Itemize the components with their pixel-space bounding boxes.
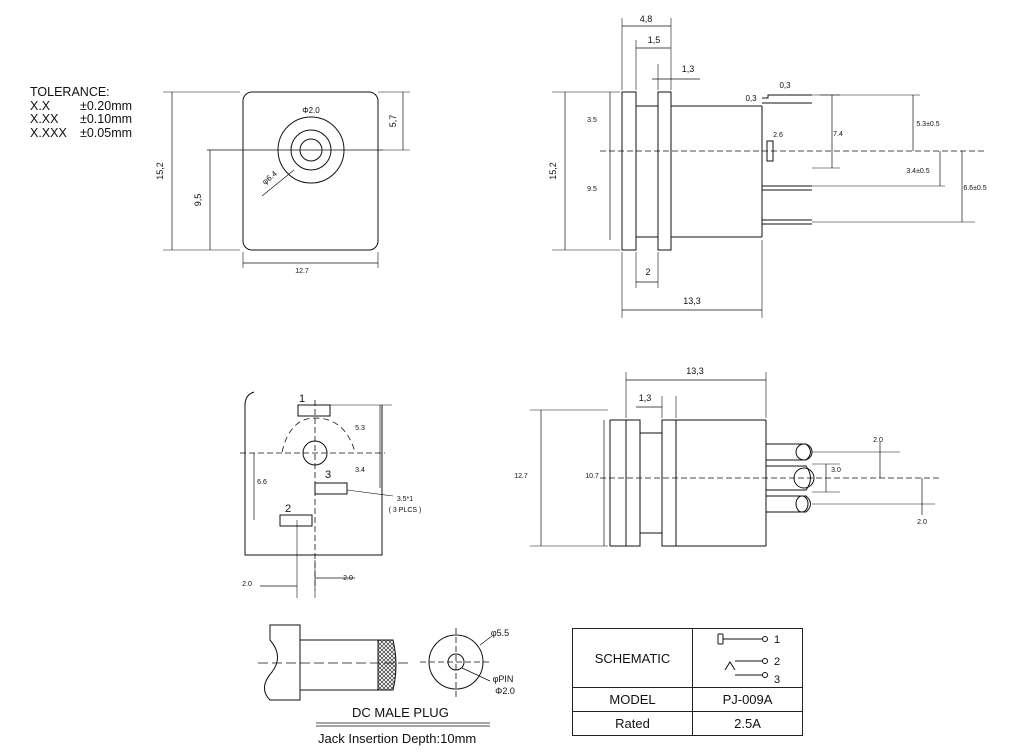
- dim-pcb-top: 5.3: [355, 425, 365, 432]
- dim-side-height: 15,2: [548, 162, 558, 180]
- side-flange-back: [657, 91, 672, 251]
- dim-pcb-left: 6.6: [257, 479, 267, 486]
- dim-pin-gap: 2.6: [773, 132, 783, 139]
- schematic-label: SCHEMATIC: [572, 628, 693, 688]
- front-view: 15,2 9,5 5,7 12.7 Φ2.0 φ6.4: [155, 91, 410, 275]
- tolerance-value: ±0.20mm: [80, 98, 133, 113]
- dim-mid-pin: 3.4±0.5: [906, 168, 929, 175]
- dim-bore: Φ2.0: [302, 106, 320, 115]
- dim-flange-gap: 1,5: [648, 35, 661, 45]
- dim-pin-c: 2.0: [917, 519, 927, 526]
- plug-sleeve: [299, 639, 379, 691]
- model-value: PJ-009A: [692, 687, 803, 712]
- table-row: SCHEMATIC: [572, 628, 803, 688]
- dim-bottom-height: 12.7: [514, 473, 528, 480]
- dim-bottom-pin: 6.6±0.5: [963, 185, 986, 192]
- dim-pin-a: 2.0: [873, 437, 883, 444]
- bottom-pin-1: [795, 443, 813, 461]
- plug-pin-dia: Φ2.0: [495, 686, 515, 696]
- dim-bottom-length: 13,3: [686, 366, 704, 376]
- dim-overall-width: 4,8: [640, 14, 653, 24]
- dim-height: 15,2: [155, 162, 165, 180]
- pad-2: [279, 514, 313, 527]
- tolerance-spec: X.X: [30, 98, 51, 113]
- bottom-pin-2: [793, 467, 815, 489]
- dim-width: 12.7: [295, 268, 309, 275]
- dim-top-offset: 5,7: [388, 115, 398, 128]
- pin-3-label: 3: [325, 469, 331, 481]
- bottom-view: 13,3 1,3 12.7 10.7 2.0 3.0 2.0: [514, 366, 940, 547]
- table-row: Rated 2.5A: [572, 711, 803, 736]
- insertion-depth-note: Jack Insertion Depth:10mm: [318, 731, 477, 746]
- plug-caption: DC MALE PLUG: [352, 705, 449, 720]
- dim-pitch-a: 2.0: [242, 581, 252, 588]
- dim-bottom-flange: 1,3: [639, 393, 652, 403]
- rated-value: 2.5A: [692, 711, 803, 736]
- tolerance-row: X.X ±0.20mm: [30, 98, 133, 114]
- dim-pitch-b: 2.0: [343, 575, 353, 582]
- plug-tip: [377, 639, 397, 691]
- dim-inner-height: 10.7: [585, 473, 599, 480]
- dim-hole-qty: ( 3 PLCS ): [389, 507, 422, 514]
- tolerance-spec: X.XXX: [30, 125, 67, 140]
- table-row: MODEL PJ-009A: [572, 687, 803, 712]
- model-label: MODEL: [572, 687, 693, 712]
- bottom-flange-back: [661, 419, 677, 547]
- pin-1-label: 1: [299, 393, 305, 405]
- dim-flange-base: 2: [645, 267, 650, 277]
- spec-table: SCHEMATIC MODEL PJ-009A Rated 2.5A: [572, 628, 803, 736]
- dim-pin-offset: 0,3: [745, 94, 757, 103]
- bottom-flange-front: [625, 419, 641, 547]
- plug-view: φ5.5 φPIN Φ2.0: [258, 624, 515, 727]
- tolerance-value: ±0.05mm: [80, 125, 133, 140]
- dim-hole: 3.5*1: [397, 496, 413, 503]
- dim-pin-offset-2: 0,3: [779, 81, 791, 90]
- schematic-cell: [692, 628, 803, 688]
- rated-label: Rated: [572, 711, 693, 736]
- side-flange-front: [621, 91, 637, 251]
- plug-pin-label: φPIN: [493, 674, 514, 684]
- dim-pin-span: 7.4: [833, 131, 843, 138]
- tolerance-value: ±0.10mm: [80, 112, 133, 126]
- tolerance-title: TOLERANCE:: [30, 85, 110, 99]
- pin-2-label: 2: [285, 503, 291, 515]
- pcb-outline: [244, 391, 383, 556]
- tolerance-row: X.XX ±0.10mm: [30, 112, 133, 127]
- plug-body: [264, 624, 301, 701]
- dim-center-height: 9,5: [193, 194, 203, 207]
- dim-top-pin: 5.3±0.5: [916, 121, 939, 128]
- dim-length: 13,3: [683, 296, 701, 306]
- pad-1: [297, 404, 331, 417]
- tolerance-row: X.XXX ±0.05mm: [30, 125, 133, 141]
- dim-pcb-center: 3.4: [355, 467, 365, 474]
- side-view: 4,8 1,5 1,3 0,3 0,3 15,2 3.5 9.5 2.6 7.4…: [548, 14, 987, 318]
- dim-flange-thickness: 1,3: [682, 64, 695, 74]
- pad-3: [314, 482, 348, 495]
- pcb-view: 1 2 3 5.3 3.4 6.6 3.5*1 ( 3 PLCS ) 2.0 2…: [240, 391, 422, 598]
- front-body-outline: [242, 91, 379, 251]
- tolerance-block: TOLERANCE: X.X ±0.20mm X.XX ±0.10mm X.XX…: [30, 85, 133, 141]
- dim-upper: 3.5: [587, 117, 597, 124]
- plug-outer-dia: φ5.5: [491, 628, 509, 638]
- bottom-pin-3: [795, 495, 809, 513]
- dim-pin-b: 3.0: [831, 467, 841, 474]
- tolerance-spec: X.XX: [30, 112, 59, 126]
- dim-lower: 9.5: [587, 186, 597, 193]
